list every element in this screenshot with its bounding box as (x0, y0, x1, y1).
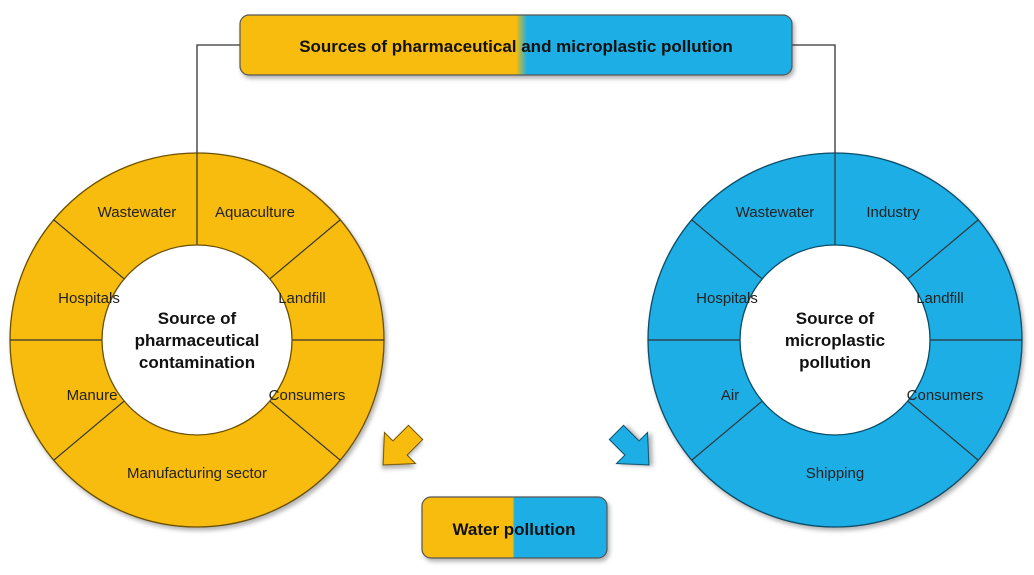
segment-label: Consumers (269, 387, 346, 404)
water-pollution-box: Water pollution (421, 496, 608, 559)
segment-divider (53, 219, 125, 280)
arrow-down-left-icon (608, 424, 650, 466)
arrow-down-right-icon (382, 424, 424, 466)
segment-label: Wastewater (98, 204, 177, 221)
title-box: Sources of pharmaceutical and microplast… (239, 14, 793, 76)
segment-label: Industry (866, 204, 920, 221)
segment-divider (269, 219, 341, 280)
segment-label: Consumers (907, 387, 984, 404)
segment-divider (691, 400, 763, 461)
segment-label: Shipping (806, 465, 864, 482)
center-label: Source of (796, 309, 875, 328)
segment-label: Manufacturing sector (127, 465, 267, 482)
segment-divider (269, 400, 341, 461)
ring-center (101, 244, 293, 436)
segment-label: Hospitals (696, 290, 758, 307)
center-label: contamination (139, 353, 255, 372)
center-label: Source of (158, 309, 237, 328)
segment-label: Landfill (278, 290, 326, 307)
water-pollution-text: Water pollution (452, 520, 575, 539)
segment-divider (907, 219, 979, 280)
segment-label: Wastewater (736, 204, 815, 221)
segment-divider (53, 400, 125, 461)
title-text: Sources of pharmaceutical and microplast… (299, 37, 733, 56)
segment-label: Aquaculture (215, 204, 295, 221)
center-label: microplastic (785, 331, 885, 350)
ring-center (739, 244, 931, 436)
segment-label: Hospitals (58, 290, 120, 307)
segment-label: Manure (67, 387, 118, 404)
segment-divider (907, 400, 979, 461)
center-label: pollution (799, 353, 871, 372)
segment-label: Air (721, 387, 739, 404)
pharma-ring: AquacultureLandfillConsumersManufacturin… (9, 152, 385, 528)
segment-divider (691, 219, 763, 280)
segment-label: Landfill (916, 290, 964, 307)
center-label: pharmaceutical (135, 331, 260, 350)
